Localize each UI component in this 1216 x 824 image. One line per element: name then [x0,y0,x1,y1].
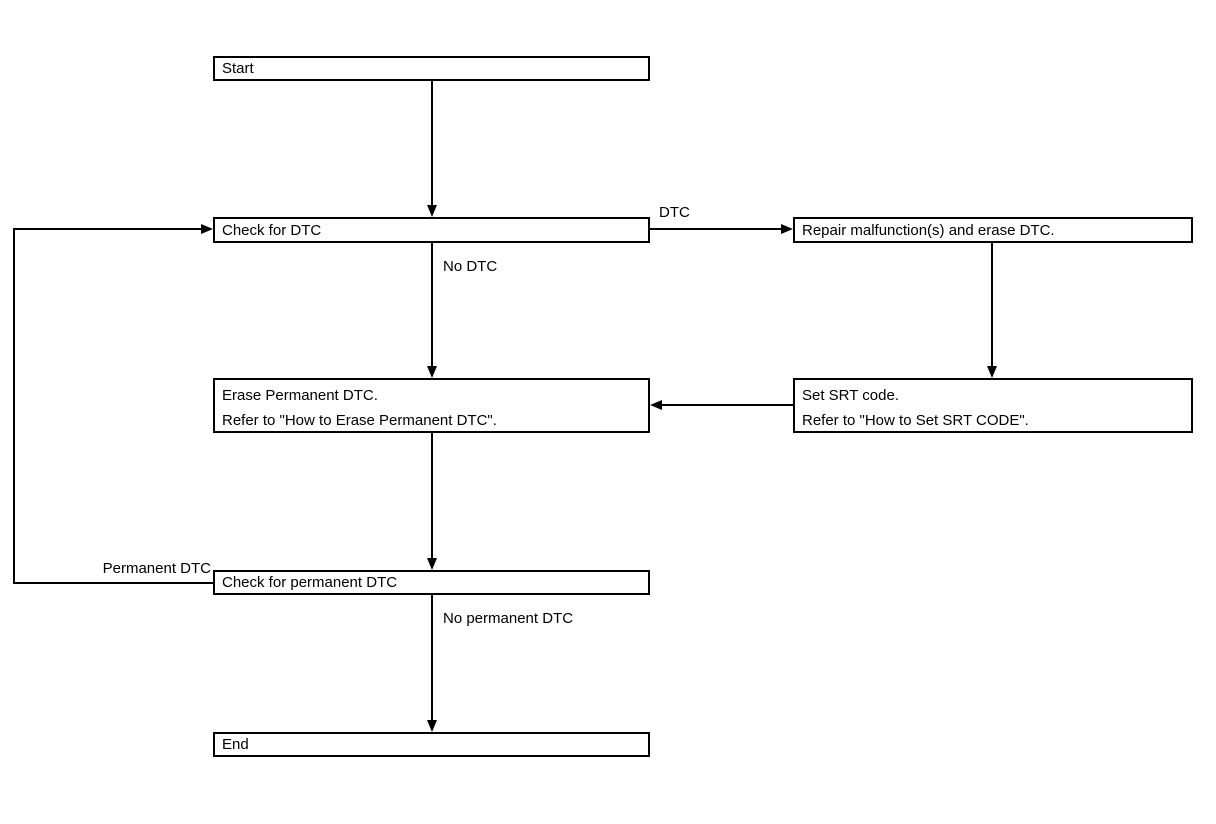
arrowhead-check-dtc-to-repair [781,224,793,234]
arrowhead-repair-to-set-srt [987,366,997,378]
node-start: Start [213,56,650,81]
node-set-srt-code: Set SRT code. Refer to "How to Set SRT C… [793,378,1193,433]
node-end-label: End [222,736,249,753]
node-erase-permanent-dtc-label-line1: Erase Permanent DTC. [222,387,378,404]
edge-loop-vertical-segment [13,228,15,584]
node-start-label: Start [222,60,254,77]
edge-check-permanent-to-end [431,595,433,720]
node-check-permanent-dtc-label: Check for permanent DTC [222,574,398,591]
arrowhead-check-dtc-to-erase-permanent [427,366,437,378]
node-erase-permanent-dtc-label-line2: Refer to "How to Erase Permanent DTC". [222,412,497,429]
node-repair-malfunction-label: Repair malfunction(s) and erase DTC. [802,221,1055,239]
node-erase-permanent-dtc: Erase Permanent DTC. Refer to "How to Er… [213,378,650,433]
edge-erase-permanent-to-check-permanent [431,433,433,558]
edge-check-dtc-to-erase-permanent [431,243,433,366]
arrowhead-start-to-check-dtc [427,205,437,217]
edge-loop-top-segment [14,228,201,230]
arrowhead-erase-permanent-to-check-permanent [427,558,437,570]
edge-repair-to-set-srt [991,243,993,366]
edge-start-to-check-dtc [431,81,433,207]
node-check-dtc: Check for DTC [213,217,650,243]
edge-label-dtc: DTC [659,204,690,221]
edge-loop-bottom-segment [14,582,213,584]
edge-label-no-permanent-dtc: No permanent DTC [443,610,574,627]
edge-check-dtc-to-repair [650,228,781,230]
arrowhead-loop-to-check-dtc [201,224,213,234]
edge-label-no-dtc: No DTC [443,258,498,275]
edge-label-permanent-dtc: Permanent DTC [102,560,211,577]
arrowhead-check-permanent-to-end [427,720,437,732]
node-repair-malfunction: Repair malfunction(s) and erase DTC. [793,217,1193,243]
node-check-dtc-label: Check for DTC [222,221,322,239]
node-end: End [213,732,650,757]
edge-set-srt-to-erase-permanent [662,404,793,406]
node-set-srt-code-label-line2: Refer to "How to Set SRT CODE". [802,412,1029,429]
arrowhead-set-srt-to-erase-permanent [650,400,662,410]
node-check-permanent-dtc: Check for permanent DTC [213,570,650,595]
node-set-srt-code-label-line1: Set SRT code. [802,387,900,404]
